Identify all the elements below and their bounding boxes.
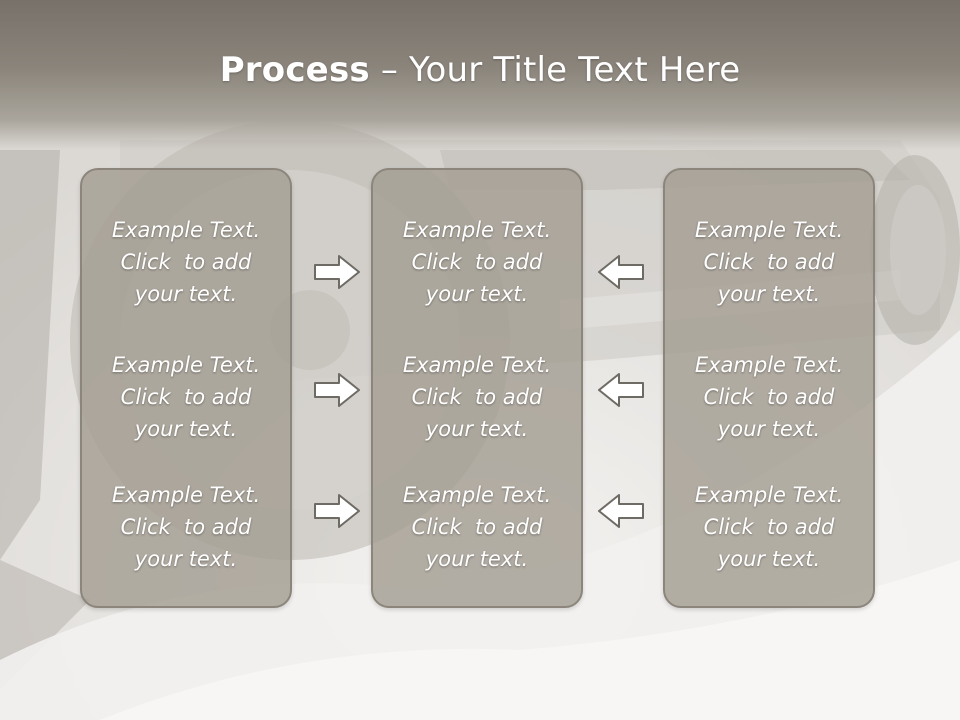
- text-line: Example Text.: [111, 218, 261, 242]
- text-placeholder[interactable]: Example Text. Click to add your text.: [665, 214, 873, 310]
- text-placeholder[interactable]: Example Text. Click to add your text.: [82, 479, 290, 575]
- text-line: Click to add: [703, 515, 835, 539]
- process-box-left[interactable]: Example Text. Click to add your text. Ex…: [80, 168, 292, 608]
- text-line: your text.: [425, 417, 529, 441]
- text-line: Click to add: [120, 250, 252, 274]
- text-placeholder[interactable]: Example Text. Click to add your text.: [82, 214, 290, 310]
- text-placeholder[interactable]: Example Text. Click to add your text.: [373, 214, 581, 310]
- text-line: Click to add: [120, 515, 252, 539]
- text-line: your text.: [134, 417, 238, 441]
- text-line: Example Text.: [111, 353, 261, 377]
- text-line: Example Text.: [694, 353, 844, 377]
- text-line: your text.: [134, 547, 238, 571]
- text-line: your text.: [717, 282, 821, 306]
- text-line: your text.: [425, 282, 529, 306]
- text-line: Click to add: [703, 385, 835, 409]
- text-line: your text.: [134, 282, 238, 306]
- left-arrow-icon: [598, 494, 644, 528]
- left-arrow-icon: [598, 255, 644, 289]
- text-line: Example Text.: [694, 483, 844, 507]
- right-arrow-icon: [314, 255, 360, 289]
- text-line: Click to add: [703, 250, 835, 274]
- text-line: Click to add: [411, 385, 543, 409]
- process-box-right[interactable]: Example Text. Click to add your text. Ex…: [663, 168, 875, 608]
- text-placeholder[interactable]: Example Text. Click to add your text.: [373, 479, 581, 575]
- text-line: Example Text.: [402, 483, 552, 507]
- text-line: Click to add: [120, 385, 252, 409]
- title-bold: Process: [219, 50, 370, 90]
- text-line: Click to add: [411, 515, 543, 539]
- text-line: Example Text.: [694, 218, 844, 242]
- left-arrow-icon: [598, 373, 644, 407]
- text-placeholder[interactable]: Example Text. Click to add your text.: [373, 349, 581, 445]
- text-line: your text.: [717, 417, 821, 441]
- text-placeholder[interactable]: Example Text. Click to add your text.: [665, 479, 873, 575]
- right-arrow-icon: [314, 494, 360, 528]
- slide-title[interactable]: Process – Your Title Text Here: [0, 50, 960, 90]
- text-line: your text.: [717, 547, 821, 571]
- text-line: Example Text.: [402, 218, 552, 242]
- title-rest: – Your Title Text Here: [369, 50, 741, 90]
- text-line: Example Text.: [111, 483, 261, 507]
- text-line: Click to add: [411, 250, 543, 274]
- process-box-center[interactable]: Example Text. Click to add your text. Ex…: [371, 168, 583, 608]
- right-arrow-icon: [314, 373, 360, 407]
- text-line: Example Text.: [402, 353, 552, 377]
- text-placeholder[interactable]: Example Text. Click to add your text.: [82, 349, 290, 445]
- title-band: [0, 0, 960, 150]
- text-placeholder[interactable]: Example Text. Click to add your text.: [665, 349, 873, 445]
- text-line: your text.: [425, 547, 529, 571]
